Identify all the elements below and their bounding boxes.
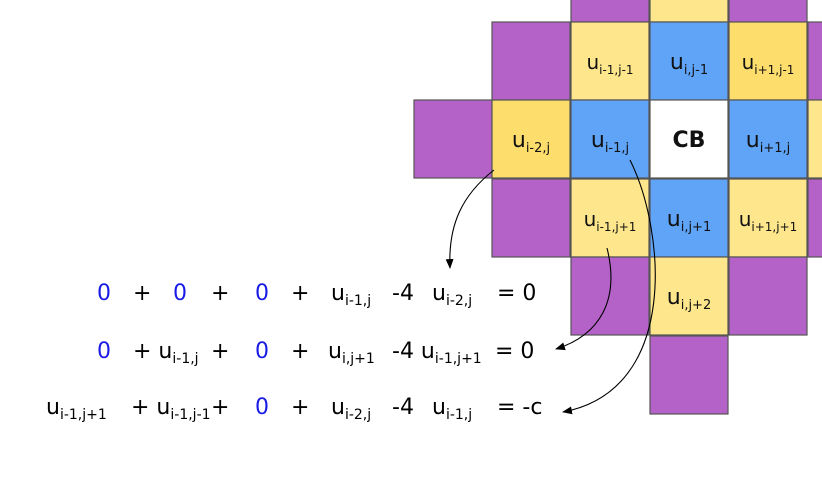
eq2-term: = 0: [495, 339, 535, 364]
eq3-term: ui-1,j+1: [46, 395, 107, 423]
cell-label: ui+1,j: [746, 128, 790, 156]
eq2-term: -4 ui-1,j+1: [392, 339, 482, 367]
eq1-term: -4: [392, 281, 414, 306]
eq2-term: ui,j+1: [328, 339, 375, 367]
arrow-to-eq3: [562, 159, 656, 415]
eq1-term: ui-1,j: [331, 281, 372, 309]
eq3-term: + ui-1,j-1: [131, 395, 211, 423]
cell-i-jp1: ui,j+1: [649, 178, 729, 258]
cell-label: ui-2,j: [512, 128, 550, 156]
cell-label: ui+1,j-1: [742, 50, 795, 77]
cell-label: ui-1,j: [591, 128, 629, 156]
cell-ip1-jm1: ui+1,j-1: [728, 21, 808, 101]
eq1-term: = 0: [497, 281, 537, 306]
cell-im2-j: ui-2,j: [491, 99, 571, 179]
dependency-arrows: [445, 159, 656, 415]
cell-left-purple: [413, 99, 493, 179]
cell-top-right-purple: [728, 0, 808, 23]
eq3-term: +: [211, 395, 230, 420]
cell-upper-left-purple: [491, 21, 571, 101]
eq1-term: 0: [255, 281, 269, 306]
eq3-term: ui-2,j: [331, 395, 372, 423]
cell-top-yellow: [649, 0, 729, 23]
cell-label: ui,j+2: [667, 285, 711, 313]
eq1-term: 0: [97, 281, 111, 306]
arrow-to-eq1: [445, 169, 495, 269]
cell-right-yellow: [807, 99, 822, 179]
eq1-term: +: [133, 281, 152, 306]
cell-top-left-purple: [570, 0, 650, 23]
grid-cells: ui-1,j-1 ui,j-1 ui+1,j-1 ui-2,j ui-1,j CB ui+1…: [413, 0, 822, 415]
cell-ip1-j: ui+1,j: [728, 99, 808, 179]
eq2-term: +: [291, 339, 310, 364]
eq1-term: +: [211, 281, 230, 306]
cell-im1-j: ui-1,j: [570, 99, 650, 179]
eq1-term: 0: [173, 281, 187, 306]
cell-im1-jm1: ui-1,j-1: [570, 21, 650, 101]
eq3-term: ui-1,j: [432, 395, 473, 423]
cell-label: ui,j-1: [670, 50, 708, 78]
eq3-term: +: [291, 395, 310, 420]
eq3-term: -4: [392, 395, 414, 420]
cell-label: CB: [673, 128, 706, 153]
eq3-term: 0: [255, 395, 269, 420]
cell-label: ui+1,j+1: [739, 207, 798, 234]
cell-cb: CB: [649, 99, 729, 179]
cell-lower-left-purple: [491, 178, 571, 258]
cell-lower-right-purple: [807, 178, 822, 258]
eq1-term: ui-2,j: [432, 281, 473, 309]
cell-i-jm1: ui,j-1: [649, 21, 729, 101]
eq1-term: +: [291, 281, 310, 306]
eq2-term: 0: [255, 339, 269, 364]
eq3-term: = -c: [497, 395, 543, 420]
cell-bottom-right-purple: [728, 256, 808, 336]
cell-upper-right-purple: [807, 21, 822, 101]
cell-i-jp2: ui,j+2: [649, 256, 729, 336]
cell-bottom-left-purple: [570, 256, 650, 336]
cell-label: ui,j+1: [667, 207, 711, 235]
cell-bottom-purple: [649, 335, 729, 415]
eq2-term: 0: [97, 339, 111, 364]
cell-im1-jp1: ui-1,j+1: [570, 178, 650, 258]
cell-ip1-jp1: ui+1,j+1: [728, 178, 808, 258]
cell-label: ui-1,j+1: [584, 207, 637, 234]
eq2-term: +: [211, 339, 230, 364]
arrow-to-eq2: [555, 247, 612, 351]
cell-label: ui-1,j-1: [586, 50, 633, 77]
eq2-term: + ui-1,j: [133, 339, 199, 367]
